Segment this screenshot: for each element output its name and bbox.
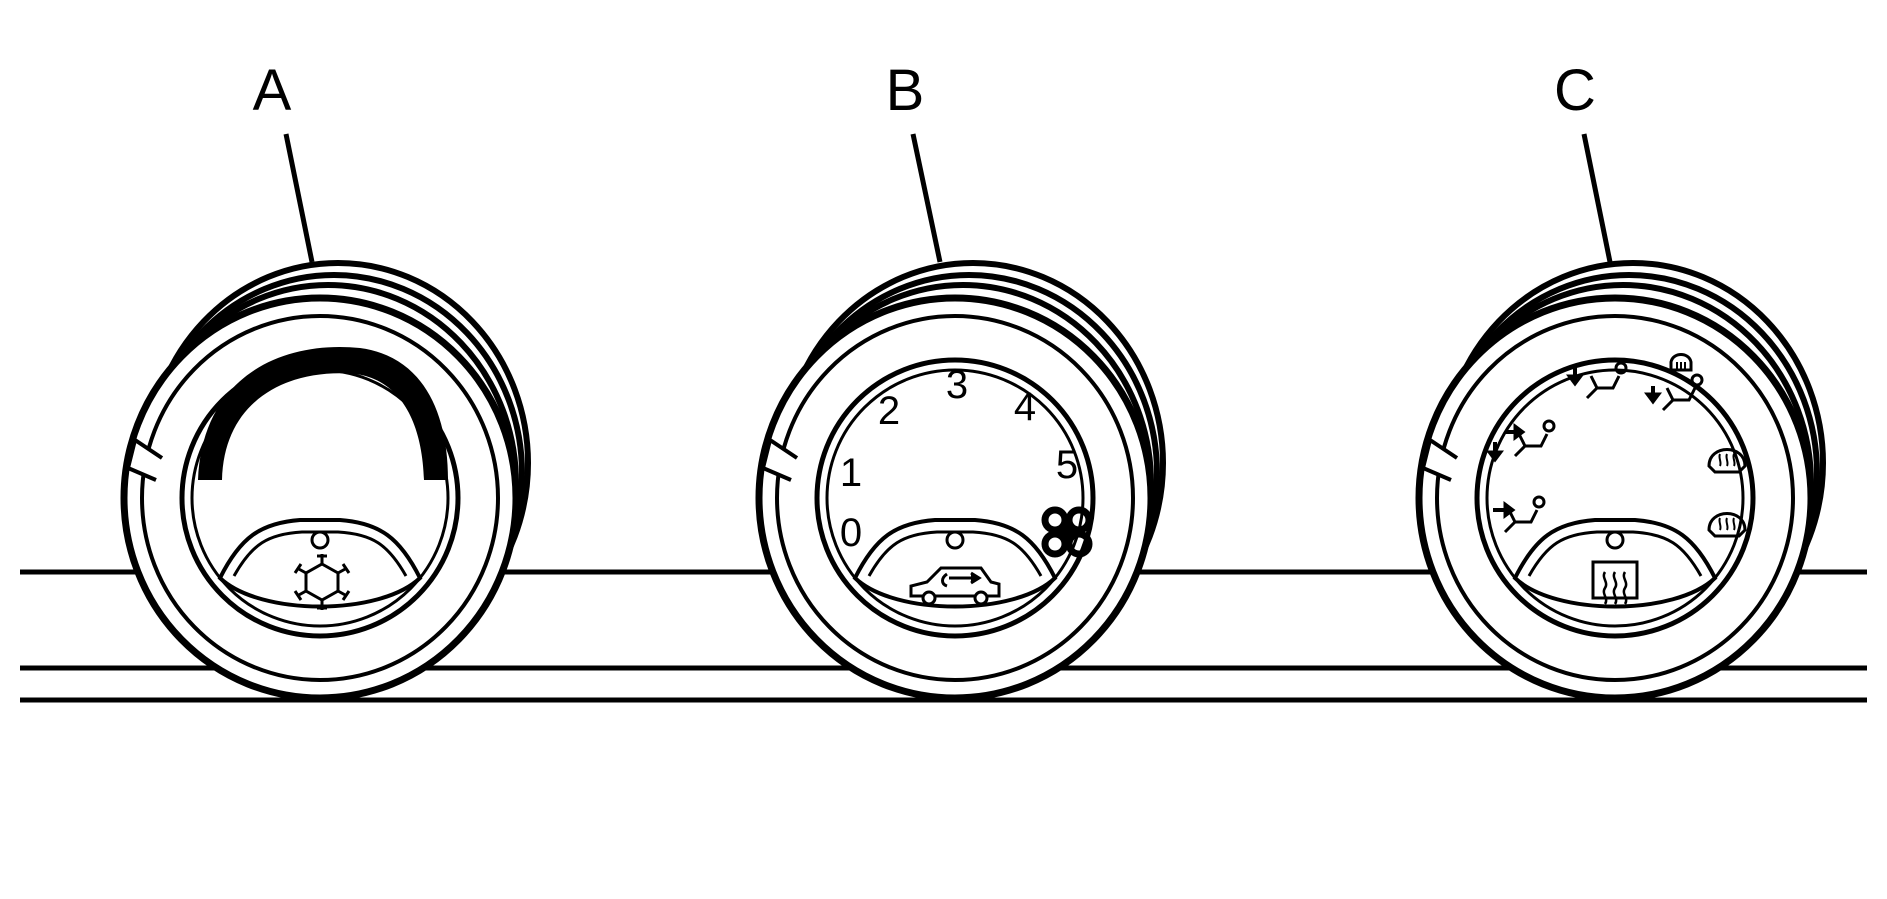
fan-speed-knob[interactable]: 0 1 2 3 4 5 [759,263,1163,698]
mode-knob[interactable] [1419,263,1823,698]
fan-speed-label-5: 5 [1056,443,1078,487]
fan-speed-label-3: 3 [946,363,968,407]
fan-speed-label-0: 0 [840,511,862,555]
fan-icon [1041,506,1093,558]
floor-mode-icon [1566,361,1628,400]
fan-speed-label-4: 4 [1014,385,1036,429]
callout-c: C [1554,58,1596,123]
fan-speed-label-2: 2 [878,389,900,433]
leader-line-c [1581,133,1613,263]
fan-speed-label-1: 1 [840,451,862,495]
vent-mode-icon [1493,495,1546,534]
leader-line-b [910,133,943,263]
temperature-knob[interactable] [124,263,528,698]
defog-mode-icon [1644,353,1704,412]
defrost-mode-icon [1707,448,1747,474]
rear-defrost-icon [1591,560,1639,605]
callout-b: B [886,58,925,123]
leader-line-a [283,133,315,263]
recirculation-car-icon [909,566,1001,606]
callout-a: A [253,58,292,123]
defrost-max-icon [1707,512,1747,538]
snowflake-ac-icon [293,554,351,610]
hot-cold-arc-icon [198,346,448,480]
bi-level-mode-icon [1486,419,1556,463]
